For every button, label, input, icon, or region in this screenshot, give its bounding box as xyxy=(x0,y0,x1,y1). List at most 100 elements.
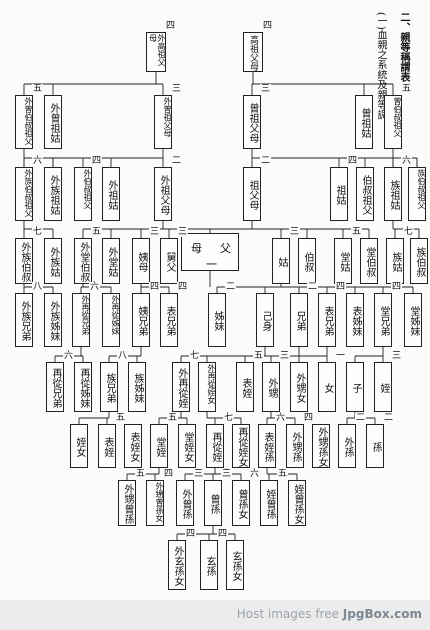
kinship-node-78: 曾孫女 xyxy=(232,480,250,526)
kinship-label: 族兄弟 xyxy=(104,373,115,403)
degree-label: 五 xyxy=(32,84,44,94)
kinship-label: 外伯叔祖父 xyxy=(83,169,92,209)
kinship-node-48: 外再從姪 xyxy=(172,362,190,412)
kinship-label: 外族伯叔 xyxy=(19,242,30,282)
kinship-label: 外玄孫女 xyxy=(172,546,183,586)
kinship-label: 外甥曾孫女 xyxy=(155,482,164,522)
kinship-node-3: 外曾伯叔祖父 xyxy=(15,95,33,149)
kinship-node-54: 子 xyxy=(346,362,364,412)
kinship-label: 孫 xyxy=(370,442,381,452)
kinship-node-7: 曾祖姑 xyxy=(355,95,373,149)
degree-label: 四 xyxy=(217,529,229,539)
kinship-node-45: 再從姊妹 xyxy=(74,362,92,412)
kinship-node-14: 祖父母 xyxy=(243,167,261,221)
kinship-label: 外甥孫女 xyxy=(316,427,327,467)
kinship-label: 再從姪女 xyxy=(236,427,247,467)
degree-label: 八 xyxy=(117,351,129,361)
degree-label: 五 xyxy=(401,84,413,94)
kinship-node-1: 外高祖父母 xyxy=(146,32,166,72)
degree-label: 一 xyxy=(335,351,347,361)
kinship-node-60: 堂姪女 xyxy=(178,424,196,468)
kinship-node-18: 族伯叔祖父 xyxy=(408,167,426,221)
kinship-label: 再從姊妹 xyxy=(78,368,89,408)
kinship-label: 外高祖父母 xyxy=(148,34,167,66)
kinship-node-32: 外族姊妹 xyxy=(44,293,62,347)
kinship-node-64: 外甥孫 xyxy=(286,424,304,468)
kinship-node-76: 外曾孫 xyxy=(176,480,194,526)
kinship-label: 外族姑 xyxy=(48,247,59,277)
degree-label: 五 xyxy=(91,227,103,237)
degree-label: 七 xyxy=(223,413,235,423)
degree-label: 六 xyxy=(401,156,413,166)
mother-label: 母 xyxy=(191,242,202,255)
parents-box: 母 父 一 xyxy=(181,233,239,271)
degree-label: 三 xyxy=(171,84,183,94)
degree-label: 四 xyxy=(391,282,403,292)
kinship-label: 族伯叔 xyxy=(414,247,425,277)
kinship-label: 堂伯叔 xyxy=(364,247,375,277)
kinship-label: 外曾祖父母 xyxy=(163,97,172,137)
degree-label: 三 xyxy=(260,84,272,94)
degree-label: 六 xyxy=(249,469,261,479)
kinship-label: 玄孫 xyxy=(204,556,215,576)
kinship-label: 祖父母 xyxy=(247,180,258,210)
kinship-node-43: 堂姊妹 xyxy=(404,293,422,347)
kinship-label: 姊妹 xyxy=(212,311,223,331)
degree-label: 二 xyxy=(260,156,272,166)
kinship-label: 外祖姑 xyxy=(106,180,117,210)
kinship-node-83: 玄孫女 xyxy=(226,540,244,590)
kinship-node-40: 表兄弟 xyxy=(318,293,336,347)
degree-label: 三 xyxy=(149,227,161,237)
degree-label: 五 xyxy=(167,413,179,423)
kinship-node-25: 姑 xyxy=(272,238,290,284)
kinship-label: 外再從兄弟 xyxy=(81,295,90,335)
kinship-label: 曾孫 xyxy=(208,494,219,514)
kinship-node-15: 祖姑 xyxy=(330,167,348,221)
degree-label: 六 xyxy=(63,351,75,361)
kinship-node-23: 姨母 xyxy=(132,238,150,284)
kinship-label: 姨兄弟 xyxy=(136,306,147,336)
kinship-node-62: 再從姪女 xyxy=(232,424,250,468)
kinship-label: 己身 xyxy=(260,311,271,331)
degree-label: 四 xyxy=(347,156,359,166)
kinship-node-4: 外曾祖姑 xyxy=(44,95,62,149)
degree-label: 五 xyxy=(253,351,265,361)
kinship-label: 兄弟 xyxy=(294,311,305,331)
kinship-node-24: 舅父 xyxy=(160,238,178,284)
degree-label: 二 xyxy=(383,413,395,423)
degree-label: 五 xyxy=(351,227,363,237)
kinship-node-61: 再從姪 xyxy=(206,424,224,468)
kinship-node-10: 外族祖姑 xyxy=(44,167,62,221)
degree-label: 四 xyxy=(163,469,175,479)
kinship-label: 曾祖父母 xyxy=(247,103,258,143)
kinship-node-53: 女 xyxy=(318,362,336,412)
kinship-label: 外族祖姑 xyxy=(48,175,59,215)
kinship-label: 再從姪 xyxy=(210,432,221,462)
kinship-label: 外甥女 xyxy=(294,373,305,403)
kinship-node-13: 外祖父母 xyxy=(154,167,172,221)
degree-label: 二 xyxy=(355,413,367,423)
kinship-node-74: 外甥曾孫 xyxy=(118,480,136,526)
kinship-node-46: 族兄弟 xyxy=(100,362,118,412)
kinship-label: 堂姑 xyxy=(338,252,349,272)
kinship-label: 外祖父母 xyxy=(158,175,169,215)
kinship-node-79: 姪曾孫 xyxy=(260,480,278,526)
kinship-label: 表姪 xyxy=(240,378,251,398)
kinship-label: 堂姪 xyxy=(154,437,165,457)
kinship-label: 外甥曾孫 xyxy=(122,484,133,524)
kinship-node-65: 外甥孫女 xyxy=(312,424,330,468)
kinship-node-82: 玄孫 xyxy=(200,540,218,590)
kinship-node-51: 外甥 xyxy=(262,362,280,412)
kinship-label: 姪女 xyxy=(74,437,85,457)
kinship-node-58: 表姪女 xyxy=(124,424,142,468)
kinship-node-21: 外堂伯叔 xyxy=(74,238,92,284)
kinship-label: 伯叔祖父 xyxy=(360,175,371,215)
kinship-node-55: 姪 xyxy=(374,362,392,412)
kinship-node-34: 外再從姊妹 xyxy=(102,293,120,347)
kinship-node-17: 族祖姑 xyxy=(384,167,402,221)
kinship-label: 外曾孫 xyxy=(180,489,191,519)
kinship-node-36: 表兄弟 xyxy=(160,293,178,347)
kinship-node-37: 姊妹 xyxy=(208,293,226,347)
kinship-label: 玄孫女 xyxy=(230,551,241,581)
kinship-label: 女 xyxy=(322,383,333,393)
